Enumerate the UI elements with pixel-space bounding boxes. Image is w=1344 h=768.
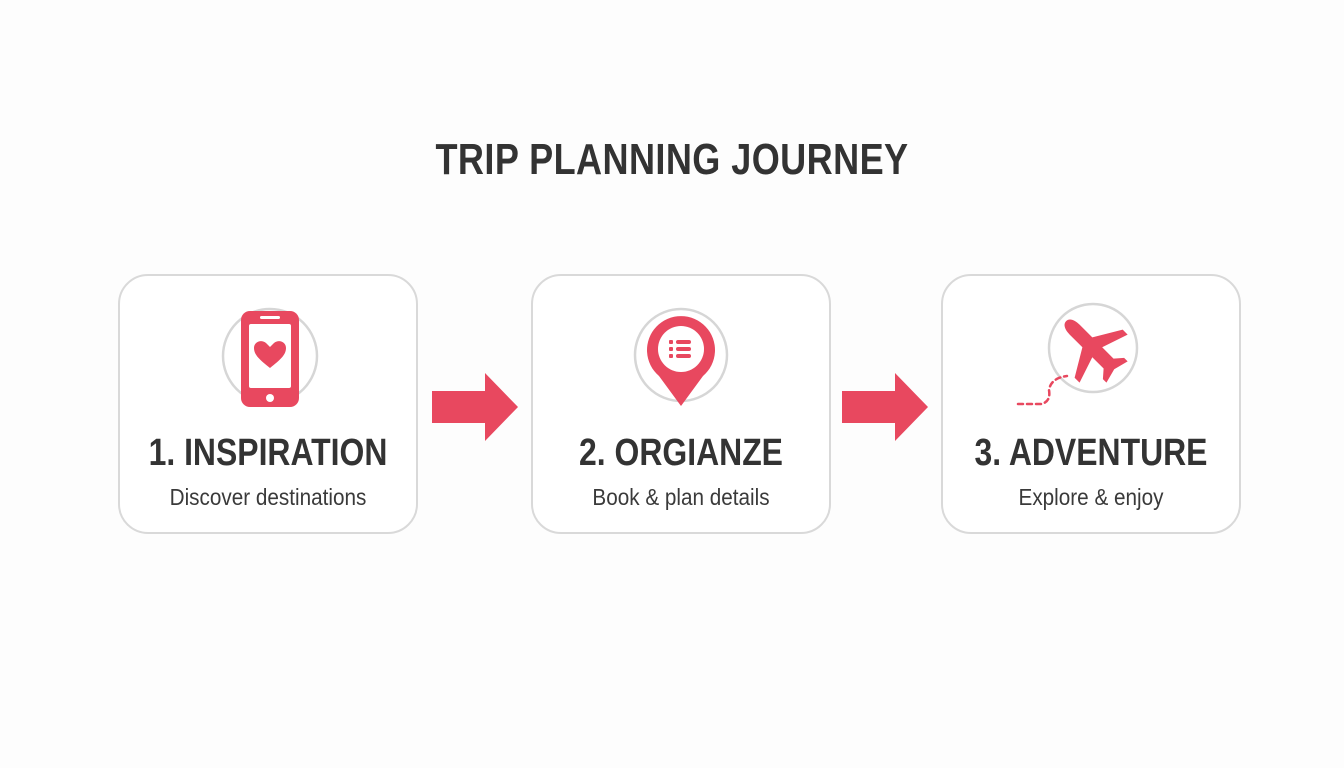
arrow-right-icon [432, 372, 520, 442]
step-card-adventure: 3. ADVENTURE Explore & enjoy [941, 274, 1241, 534]
map-pin-list-icon [533, 298, 829, 418]
phone-heart-icon [120, 298, 416, 418]
diagram-title: TRIP PLANNING JOURNEY [435, 135, 909, 184]
step-title: 2. ORGIANZE [579, 432, 783, 474]
step-description: Discover destinations [169, 484, 367, 510]
step-description: Book & plan details [592, 484, 770, 510]
step-card-inspiration: 1. INSPIRATION Discover destinations [118, 274, 418, 534]
step-title: 1. INSPIRATION [148, 432, 388, 474]
step-card-organize: 2. ORGIANZE Book & plan details [531, 274, 831, 534]
step-description: Explore & enjoy [1018, 484, 1164, 510]
arrow-right-icon [842, 372, 930, 442]
step-title: 3. ADVENTURE [974, 432, 1208, 474]
airplane-icon [943, 298, 1239, 418]
